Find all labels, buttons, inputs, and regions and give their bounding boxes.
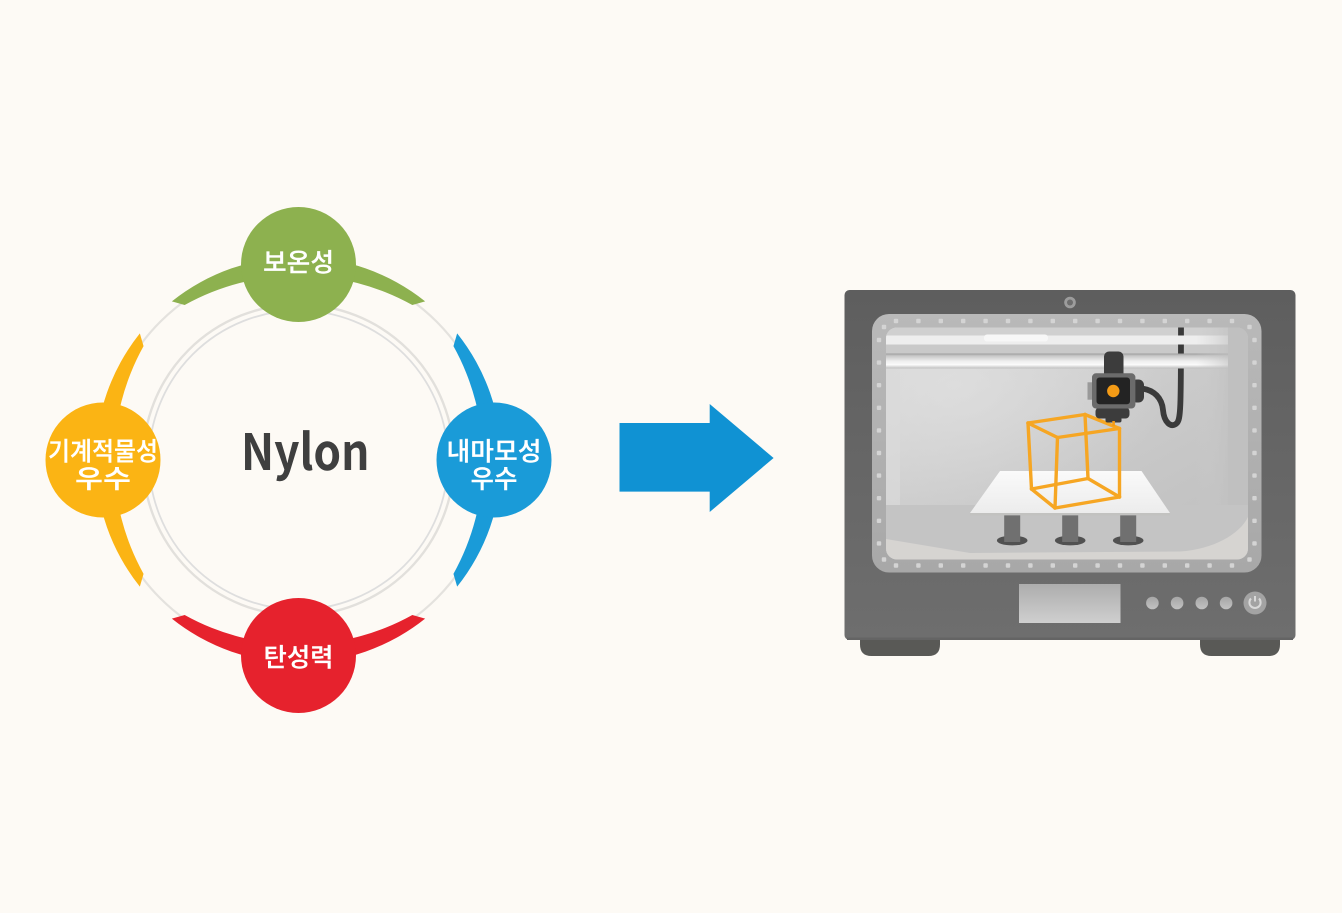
svg-text:우수: 우수 [75, 459, 131, 496]
svg-text:보온성: 보온성 [263, 243, 334, 280]
svg-text:우수: 우수 [471, 459, 518, 496]
svg-text:Nylon: Nylon [241, 413, 370, 485]
svg-text:내마모성: 내마모성 [447, 432, 542, 469]
svg-text:탄성력: 탄성력 [264, 638, 334, 675]
svg-text:기계적물성: 기계적물성 [48, 432, 158, 469]
